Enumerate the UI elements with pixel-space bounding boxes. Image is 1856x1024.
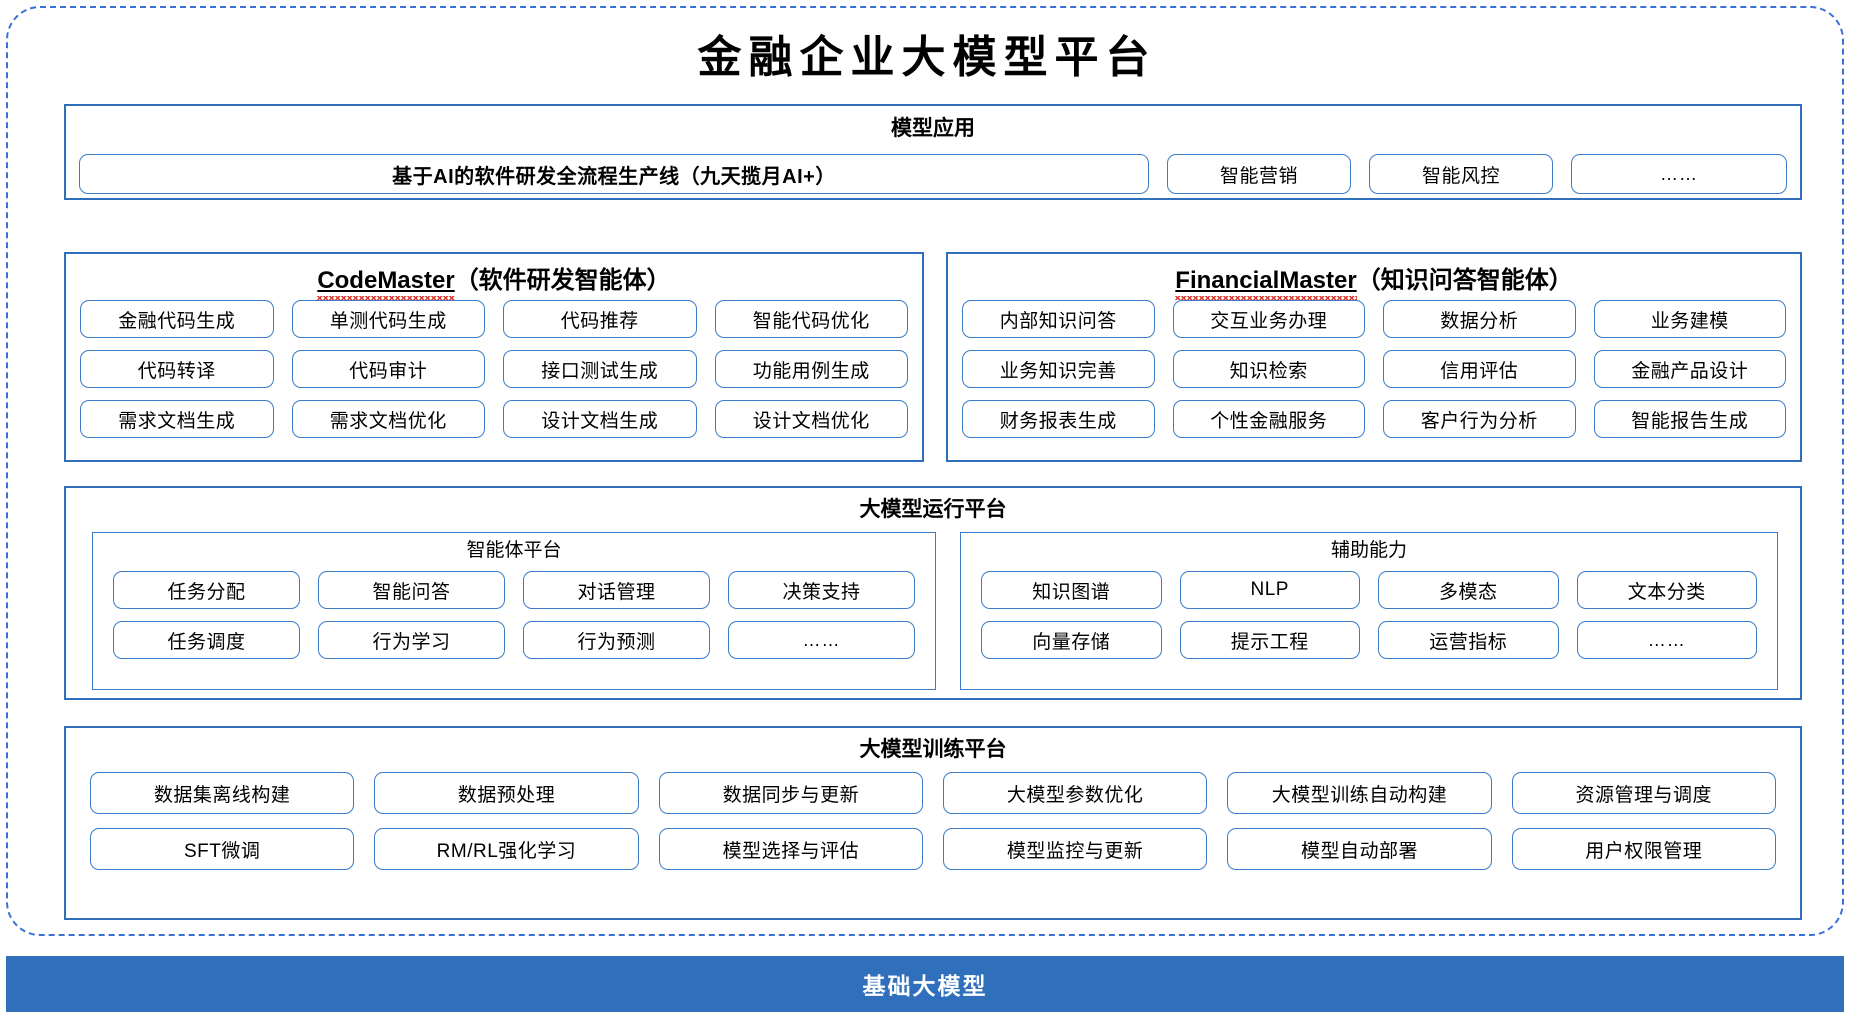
chip-interactive-business[interactable]: 交互业务办理 xyxy=(1172,300,1365,338)
chip-nlp[interactable]: NLP xyxy=(1179,571,1360,609)
chip-requirement-doc-gen[interactable]: 需求文档生成 xyxy=(80,400,274,438)
chip-smart-report-gen[interactable]: 智能报告生成 xyxy=(1593,400,1786,438)
chip-model-selection-evaluation[interactable]: 模型选择与评估 xyxy=(658,828,923,870)
section-financial-master: FinancialMaster（知识问答智能体） 内部知识问答 交互业务办理 数… xyxy=(946,252,1802,462)
chip-task-scheduling[interactable]: 任务调度 xyxy=(113,621,300,659)
section-title-model-applications: 模型应用 xyxy=(891,117,975,140)
page-title: 金融企业大模型平台 xyxy=(697,33,1157,82)
subsection-title-agent-platform: 智能体平台 xyxy=(466,540,562,561)
chip-multimodal[interactable]: 多模态 xyxy=(1378,571,1559,609)
chip-more-auxiliary[interactable]: …… xyxy=(1576,621,1757,659)
chip-model-auto-deploy[interactable]: 模型自动部署 xyxy=(1227,828,1492,870)
chip-code-audit[interactable]: 代码审计 xyxy=(291,350,485,388)
foundation-model-bar: 基础大模型 xyxy=(6,956,1844,1012)
subsection-title-auxiliary-capabilities: 辅助能力 xyxy=(1330,540,1407,561)
financial-master-row: 业务知识完善 知识检索 信用评估 金融产品设计 xyxy=(962,350,1786,388)
section-model-training-platform: 大模型训练平台 数据集离线构建 数据预处理 数据同步与更新 大模型参数优化 大模… xyxy=(64,726,1802,920)
chip-functional-case-gen[interactable]: 功能用例生成 xyxy=(714,350,908,388)
chip-finance-code-gen[interactable]: 金融代码生成 xyxy=(80,300,274,338)
financial-master-name: FinancialMaster xyxy=(1175,267,1358,300)
chip-training-auto-build[interactable]: 大模型训练自动构建 xyxy=(1227,772,1492,814)
chip-data-sync-update[interactable]: 数据同步与更新 xyxy=(658,772,923,814)
chip-code-translation[interactable]: 代码转译 xyxy=(80,350,274,388)
chip-interface-test-gen[interactable]: 接口测试生成 xyxy=(503,350,697,388)
chip-knowledge-graph[interactable]: 知识图谱 xyxy=(981,571,1162,609)
diagram-outer-frame: 金融企业大模型平台 模型应用 基于AI的软件研发全流程生产线（九天揽月AI+） … xyxy=(6,6,1844,936)
chip-customer-behavior-analysis[interactable]: 客户行为分析 xyxy=(1383,400,1576,438)
chip-financial-report-gen[interactable]: 财务报表生成 xyxy=(962,400,1155,438)
chip-behavior-learning[interactable]: 行为学习 xyxy=(318,621,505,659)
chip-operation-metrics[interactable]: 运营指标 xyxy=(1378,621,1559,659)
chip-internal-knowledge-qa[interactable]: 内部知识问答 xyxy=(962,300,1155,338)
training-platform-grid: 数据集离线构建 数据预处理 数据同步与更新 大模型参数优化 大模型训练自动构建 … xyxy=(90,772,1776,870)
financial-master-grid: 内部知识问答 交互业务办理 数据分析 业务建模 业务知识完善 知识检索 信用评估… xyxy=(962,300,1786,438)
section-code-master: CodeMaster（软件研发智能体） 金融代码生成 单测代码生成 代码推荐 智… xyxy=(64,252,924,462)
chip-data-analysis[interactable]: 数据分析 xyxy=(1383,300,1576,338)
chip-model-param-optimization[interactable]: 大模型参数优化 xyxy=(942,772,1208,814)
code-master-row: 金融代码生成 单测代码生成 代码推荐 智能代码优化 xyxy=(80,300,908,338)
subsection-agent-platform: 智能体平台 任务分配 智能问答 对话管理 决策支持 任务调度 行为学习 行为预测… xyxy=(92,532,936,690)
financial-master-row: 内部知识问答 交互业务办理 数据分析 业务建模 xyxy=(962,300,1786,338)
chip-behavior-prediction[interactable]: 行为预测 xyxy=(523,621,710,659)
agent-platform-grid: 任务分配 智能问答 对话管理 决策支持 任务调度 行为学习 行为预测 …… xyxy=(113,571,915,659)
chip-requirement-doc-opt[interactable]: 需求文档优化 xyxy=(291,400,485,438)
chip-dialog-management[interactable]: 对话管理 xyxy=(523,571,710,609)
chip-business-knowledge-enrich[interactable]: 业务知识完善 xyxy=(962,350,1155,388)
chip-business-modeling[interactable]: 业务建模 xyxy=(1593,300,1786,338)
agent-platform-row: 任务分配 智能问答 对话管理 决策支持 xyxy=(113,571,915,609)
code-master-subtitle: （软件研发智能体） xyxy=(454,267,671,294)
chip-personalized-finance-service[interactable]: 个性金融服务 xyxy=(1172,400,1365,438)
chip-text-classification[interactable]: 文本分类 xyxy=(1576,571,1757,609)
code-master-grid: 金融代码生成 单测代码生成 代码推荐 智能代码优化 代码转译 代码审计 接口测试… xyxy=(80,300,908,438)
chip-decision-support[interactable]: 决策支持 xyxy=(728,571,915,609)
section-title-code-master: CodeMaster（软件研发智能体） xyxy=(66,260,922,300)
chip-user-permission-management[interactable]: 用户权限管理 xyxy=(1511,828,1776,870)
section-model-applications: 模型应用 基于AI的软件研发全流程生产线（九天揽月AI+） 智能营销 智能风控 … xyxy=(64,104,1802,200)
chip-vector-store[interactable]: 向量存储 xyxy=(981,621,1162,659)
agent-platform-row: 任务调度 行为学习 行为预测 …… xyxy=(113,621,915,659)
chip-resource-management-scheduling[interactable]: 资源管理与调度 xyxy=(1511,772,1776,814)
chip-task-allocation[interactable]: 任务分配 xyxy=(113,571,300,609)
chip-unit-test-code-gen[interactable]: 单测代码生成 xyxy=(291,300,485,338)
model-applications-chip-row: 基于AI的软件研发全流程生产线（九天揽月AI+） 智能营销 智能风控 …… xyxy=(79,154,1787,194)
auxiliary-grid: 知识图谱 NLP 多模态 文本分类 向量存储 提示工程 运营指标 …… xyxy=(981,571,1757,659)
foundation-model-label: 基础大模型 xyxy=(862,973,988,999)
chip-code-recommendation[interactable]: 代码推荐 xyxy=(503,300,697,338)
chip-more-applications[interactable]: …… xyxy=(1571,154,1787,194)
financial-master-row: 财务报表生成 个性金融服务 客户行为分析 智能报告生成 xyxy=(962,400,1786,438)
financial-master-subtitle: （知识问答智能体） xyxy=(1356,267,1573,294)
chip-design-doc-opt[interactable]: 设计文档优化 xyxy=(714,400,908,438)
section-title-model-training-platform: 大模型训练平台 xyxy=(859,738,1007,761)
section-title-model-runtime-platform: 大模型运行平台 xyxy=(859,498,1007,521)
chip-rm-rl-learning[interactable]: RM/RL强化学习 xyxy=(374,828,639,870)
chip-financial-product-design[interactable]: 金融产品设计 xyxy=(1593,350,1786,388)
code-master-row: 需求文档生成 需求文档优化 设计文档生成 设计文档优化 xyxy=(80,400,908,438)
chip-prompt-engineering[interactable]: 提示工程 xyxy=(1179,621,1360,659)
section-model-runtime-platform: 大模型运行平台 智能体平台 任务分配 智能问答 对话管理 决策支持 任务调度 行… xyxy=(64,486,1802,700)
code-master-row: 代码转译 代码审计 接口测试生成 功能用例生成 xyxy=(80,350,908,388)
chip-smart-risk-control[interactable]: 智能风控 xyxy=(1369,154,1553,194)
auxiliary-row: 向量存储 提示工程 运营指标 …… xyxy=(981,621,1757,659)
chip-credit-assessment[interactable]: 信用评估 xyxy=(1383,350,1576,388)
chip-smart-marketing[interactable]: 智能营销 xyxy=(1167,154,1351,194)
chip-data-preprocessing[interactable]: 数据预处理 xyxy=(374,772,639,814)
code-master-name: CodeMaster xyxy=(317,267,456,300)
chip-more-agent-platform[interactable]: …… xyxy=(728,621,915,659)
training-platform-row: SFT微调 RM/RL强化学习 模型选择与评估 模型监控与更新 模型自动部署 用… xyxy=(90,828,1776,870)
chip-design-doc-gen[interactable]: 设计文档生成 xyxy=(503,400,697,438)
training-platform-row: 数据集离线构建 数据预处理 数据同步与更新 大模型参数优化 大模型训练自动构建 … xyxy=(90,772,1776,814)
chip-smart-qa[interactable]: 智能问答 xyxy=(318,571,505,609)
chip-dataset-offline-build[interactable]: 数据集离线构建 xyxy=(90,772,355,814)
section-title-financial-master: FinancialMaster（知识问答智能体） xyxy=(948,260,1800,300)
chip-model-monitoring-update[interactable]: 模型监控与更新 xyxy=(942,828,1208,870)
subsection-auxiliary-capabilities: 辅助能力 知识图谱 NLP 多模态 文本分类 向量存储 提示工程 运营指标 …… xyxy=(960,532,1778,690)
auxiliary-row: 知识图谱 NLP 多模态 文本分类 xyxy=(981,571,1757,609)
chip-smart-code-optimization[interactable]: 智能代码优化 xyxy=(714,300,908,338)
chip-sft-finetune[interactable]: SFT微调 xyxy=(90,828,355,870)
chip-ai-dev-pipeline[interactable]: 基于AI的软件研发全流程生产线（九天揽月AI+） xyxy=(79,154,1149,194)
chip-knowledge-retrieval[interactable]: 知识检索 xyxy=(1172,350,1365,388)
